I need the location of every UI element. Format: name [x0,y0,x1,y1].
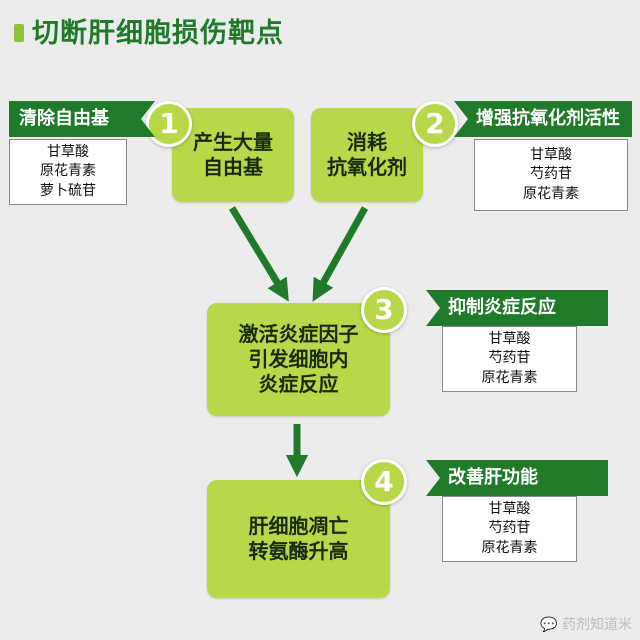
mechanism-2-list: 甘草酸 芍药苷 原花青素 [474,139,628,211]
mechanism-4-item: 芍药苷 [488,520,531,537]
step-3-line-2: 引发细胞内 [248,347,349,371]
mechanism-2-item: 芍药苷 [530,166,572,183]
mechanism-4-item: 原花青素 [481,539,538,556]
step-3-number-badge: 3 [361,287,407,333]
step-4-line-1: 肝细胞凋亡 [248,514,349,538]
watermark: 💬 药剂知道米 [540,614,632,634]
step-3-line-3: 炎症反应 [258,372,339,396]
mechanism-3-item: 芍药苷 [488,350,531,367]
title-accent-bar [14,24,24,42]
mechanism-3-item: 原花青素 [481,369,538,386]
mechanism-1-header: 清除自由基 [9,101,155,137]
mechanism-1-list: 甘草酸 原花青素 萝卜硫苷 [9,139,127,205]
mechanism-3-item: 甘草酸 [488,330,531,347]
step-4-line-2: 转氨酶升高 [248,539,349,563]
step-2-line-2: 抗氧化剂 [327,155,407,179]
step-1-line-1: 产生大量 [193,130,273,154]
arrow-2-to-3 [312,206,369,302]
mechanism-1-item: 原花青素 [40,163,96,180]
mechanism-2-item: 原花青素 [523,185,579,202]
arrow-1-to-3 [229,206,289,302]
chat-bubble-icon: 💬 [540,617,558,633]
mechanism-2-header: 增强抗氧化剂活性 [454,101,632,137]
step-2-number-badge: 2 [412,101,458,147]
step-3-line-1: 激活炎症因子 [238,322,359,346]
mechanism-2-item: 甘草酸 [530,146,572,163]
page-title: 切断肝细胞损伤靶点 [32,18,284,49]
mechanism-1-item: 萝卜硫苷 [40,182,96,199]
step-3-box: 激活炎症因子 引发细胞内 炎症反应 [207,303,390,416]
step-4-box: 肝细胞凋亡 转氨酶升高 [207,480,390,598]
step-2-box: 消耗 抗氧化剂 [311,108,423,202]
mechanism-4-item: 甘草酸 [488,500,531,517]
step-1-line-2: 自由基 [203,155,263,179]
mechanism-1-item: 甘草酸 [47,143,89,160]
watermark-text: 药剂知道米 [562,617,632,633]
step-2-line-1: 消耗 [347,130,387,154]
step-4-number-badge: 4 [361,459,407,505]
step-1-box: 产生大量 自由基 [172,108,294,202]
mechanism-3-list: 甘草酸 芍药苷 原花青素 [442,326,577,392]
mechanism-4-header: 改善肝功能 [426,460,608,496]
mechanism-4-list: 甘草酸 芍药苷 原花青素 [442,496,577,562]
step-1-number-badge: 1 [146,101,192,147]
mechanism-3-header: 抑制炎症反应 [426,290,608,326]
